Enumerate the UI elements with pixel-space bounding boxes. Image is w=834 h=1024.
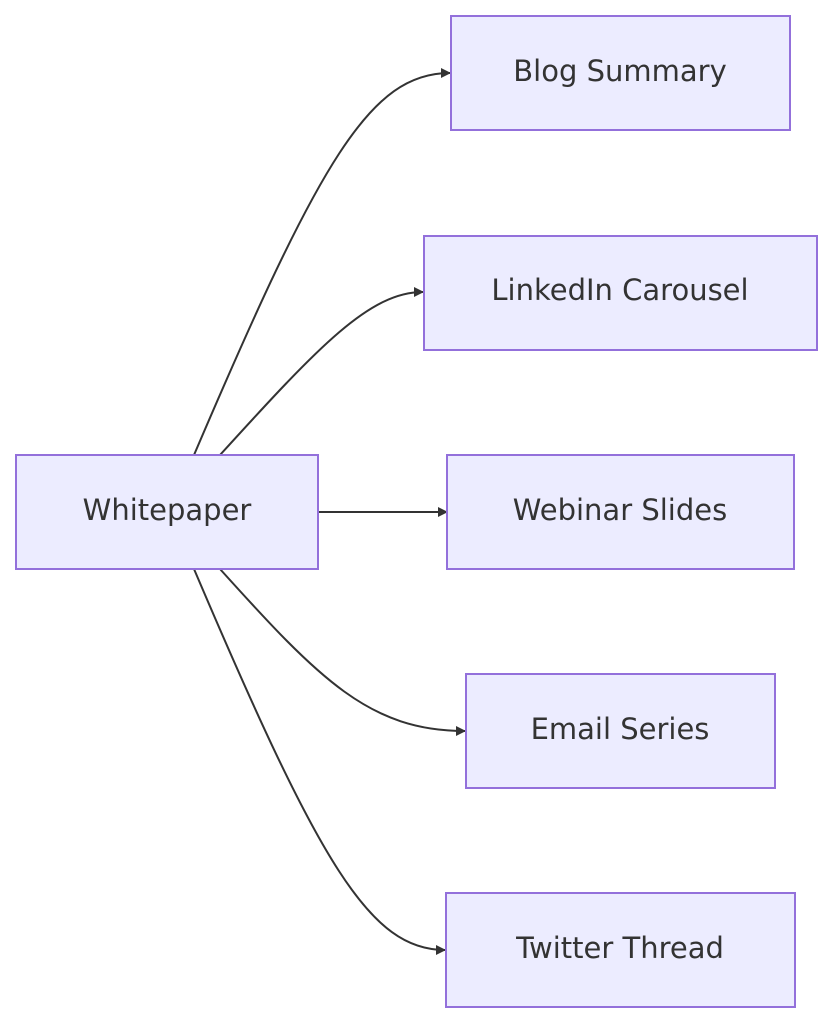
edges [193,68,466,955]
node-blog-summary[interactable]: Blog Summary [450,15,791,131]
edge-whitepaper-to-email-series [219,568,466,736]
node-email-series-label: Email Series [531,712,710,746]
node-twitter-thread[interactable]: Twitter Thread [445,892,796,1008]
node-whitepaper[interactable]: Whitepaper [15,454,319,570]
node-email-series[interactable]: Email Series [465,673,776,789]
node-whitepaper-box [15,454,319,570]
edge-whitepaper-to-twitter-thread [193,568,446,955]
node-webinar-slides-label: Webinar Slides [513,493,727,527]
node-webinar-slides[interactable]: Webinar Slides [446,454,795,570]
edge-whitepaper-to-linkedin-carousel [219,287,424,456]
node-webinar-slides-box [446,454,795,570]
node-linkedin-carousel[interactable]: LinkedIn Carousel [423,235,818,351]
node-whitepaper-label: Whitepaper [83,493,252,527]
node-linkedin-carousel-box [423,235,818,351]
node-blog-summary-label: Blog Summary [513,54,726,88]
node-linkedin-carousel-label: LinkedIn Carousel [491,273,748,307]
node-email-series-box [465,673,776,789]
node-blog-summary-box [450,15,791,131]
node-twitter-thread-box [445,892,796,1008]
edge-whitepaper-to-blog-summary [193,68,451,456]
node-twitter-thread-label: Twitter Thread [515,931,724,965]
